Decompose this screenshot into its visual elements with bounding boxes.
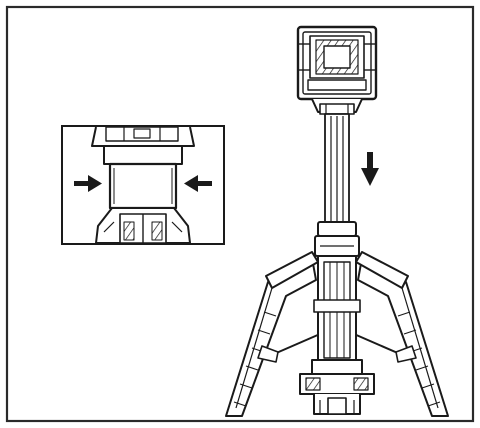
tripod-work-light-icon — [225, 25, 449, 417]
pole-collar — [314, 221, 360, 257]
tripod-legs — [225, 251, 449, 417]
telescopic-pole — [324, 113, 350, 233]
arrow-right-icon — [74, 175, 102, 192]
center-column — [299, 255, 375, 415]
collar-detail-icon — [91, 126, 195, 244]
arrow-left-icon — [184, 175, 212, 192]
light-head — [296, 25, 378, 115]
detail-inset — [61, 125, 225, 245]
figure-frame — [5, 5, 475, 423]
arrow-down-icon — [361, 152, 379, 186]
